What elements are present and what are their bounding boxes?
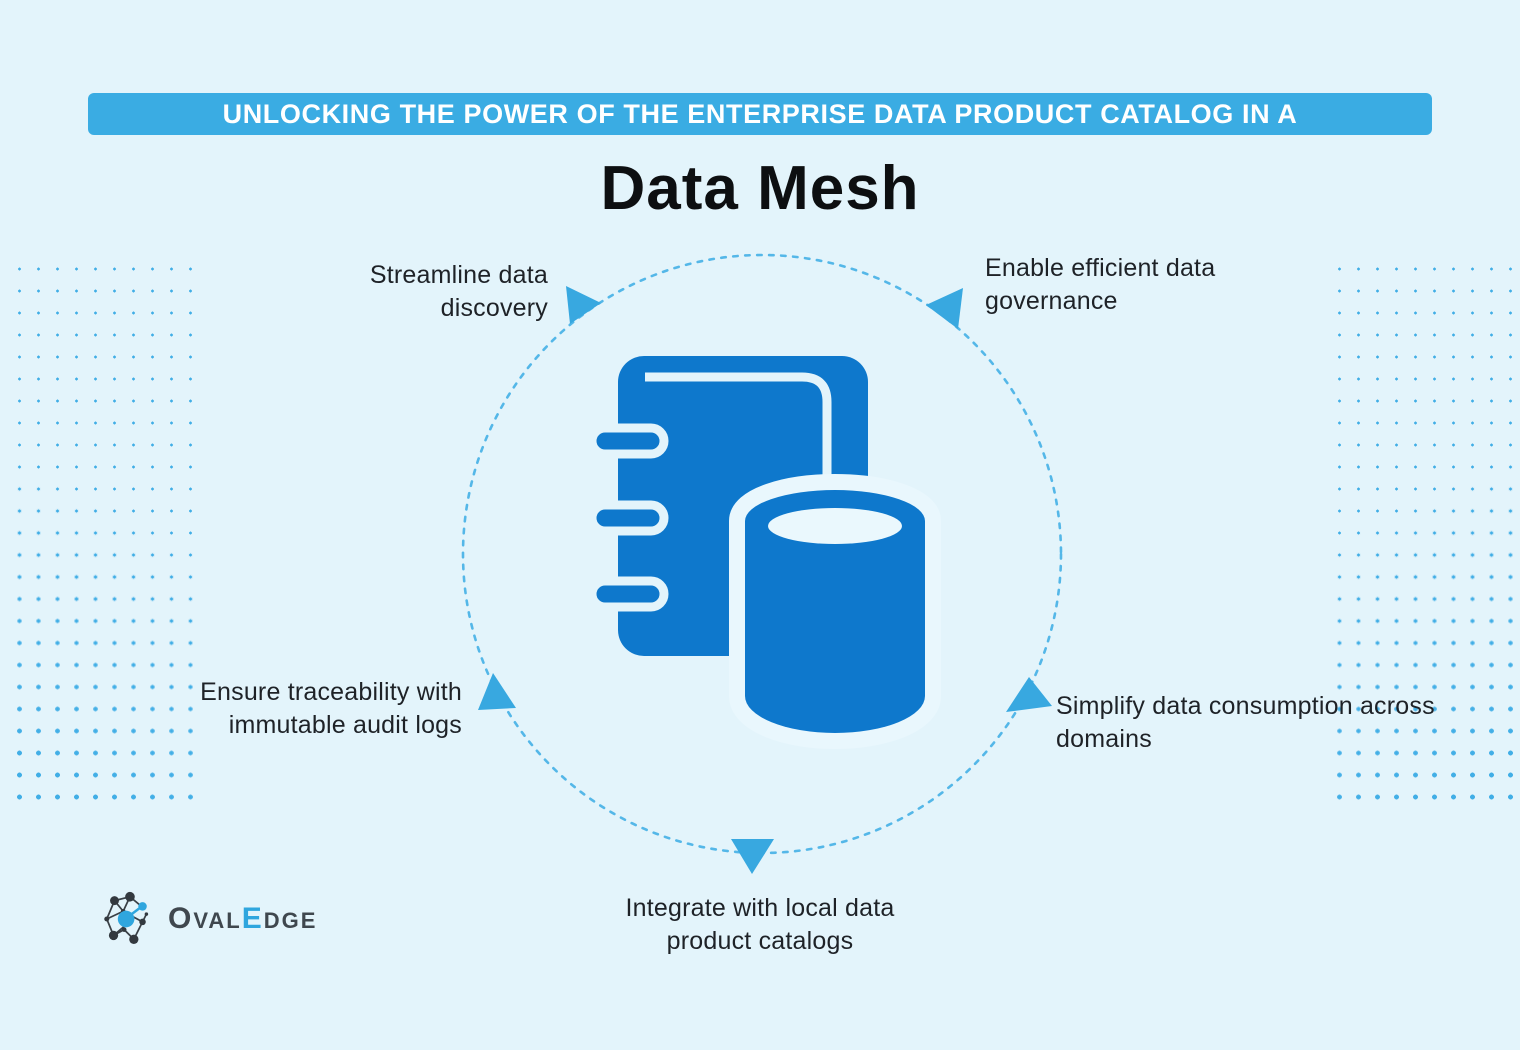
page-title: Data Mesh [600, 154, 920, 223]
brand-name: OVALEDGE [168, 902, 317, 936]
brand-logo: OVALEDGE [100, 890, 317, 948]
dot-pattern-right [1326, 254, 1514, 802]
dot-pattern-left-accent [6, 254, 194, 802]
binder-tab-icon [587, 576, 669, 612]
arrow-bottom-icon [731, 839, 774, 874]
brand-letter-accent: E [241, 902, 264, 935]
dot-pattern-left [6, 254, 194, 802]
callout-top-right: Enable efficient data governance [985, 254, 1216, 315]
callout-bottom: Integrate with local data product catalo… [625, 894, 895, 955]
dot-pattern-right-accent [1326, 254, 1514, 802]
callout-right: Simplify data consumption across domains [1056, 692, 1435, 753]
brand-letter: O [168, 902, 194, 935]
arrow-right-icon [1006, 677, 1052, 712]
notebook-cover-line [645, 372, 832, 484]
database-icon [745, 490, 925, 733]
binder-tab-icon [587, 500, 669, 536]
data-product-catalog-icon [587, 356, 941, 749]
arrow-top-left-icon [566, 286, 601, 324]
binder-tab-icon [587, 423, 669, 459]
header-banner: UNLOCKING THE POWER OF THE ENTERPRISE DA… [88, 93, 1432, 135]
callout-top-left: Streamline data discovery [369, 261, 548, 322]
brand-letters: VAL [193, 908, 242, 933]
logo-network-icon [104, 891, 149, 944]
arrow-top-right-icon [926, 288, 963, 329]
arrow-left-icon [478, 673, 516, 710]
database-top-opening [768, 508, 902, 544]
brand-letters: DGE [263, 908, 318, 933]
callout-left: Ensure traceability with immutable audit… [200, 678, 462, 739]
